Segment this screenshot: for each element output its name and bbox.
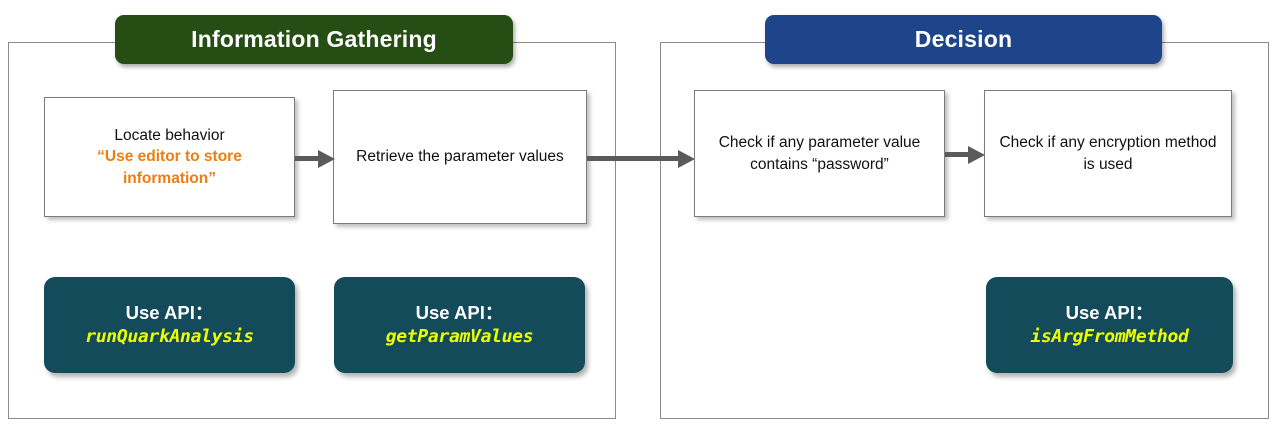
api-label: Use API： bbox=[1065, 301, 1154, 323]
phase-title-decision: Decision bbox=[914, 26, 1013, 52]
arrow-locate-to-retrieve-icon bbox=[295, 149, 335, 168]
api-box-is-arg-from-method: Use API： isArgFromMethod bbox=[986, 277, 1233, 373]
arrow-head bbox=[968, 145, 985, 164]
arrow-retrieve-to-check-password-icon bbox=[587, 149, 695, 168]
process-box-highlight: “Use editor to store information” bbox=[97, 148, 242, 187]
phase-banner-decision: Decision bbox=[765, 15, 1162, 64]
arrow-shaft bbox=[295, 156, 318, 161]
api-box-get-param-values: Use API： getParamValues bbox=[334, 277, 585, 373]
process-box-line-1: Check if any parameter value contains “p… bbox=[718, 134, 921, 173]
arrow-head bbox=[318, 149, 335, 168]
arrow-shaft bbox=[587, 156, 678, 161]
api-box-run-quark-analysis: Use API： runQuarkAnalysis bbox=[44, 277, 295, 373]
process-box-retrieve-parameter-values: Retrieve the parameter values bbox=[333, 90, 587, 224]
process-box-locate-behavior: Locate behavior “Use editor to store inf… bbox=[44, 97, 295, 217]
process-box-check-password: Check if any parameter value contains “p… bbox=[694, 90, 945, 217]
process-box-line-1: Check if any encryption method is used bbox=[999, 134, 1217, 173]
process-box-line-1: Retrieve the parameter values bbox=[356, 148, 564, 166]
arrow-shaft bbox=[945, 152, 968, 157]
process-box-check-encryption: Check if any encryption method is used bbox=[984, 90, 1232, 217]
api-name: isArgFromMethod bbox=[1030, 325, 1189, 347]
process-box-text: Locate behavior “Use editor to store inf… bbox=[53, 125, 286, 189]
phase-title-information-gathering: Information Gathering bbox=[191, 26, 437, 52]
api-name: runQuarkAnalysis bbox=[85, 325, 254, 347]
phase-banner-information-gathering: Information Gathering bbox=[115, 15, 513, 64]
api-name: getParamValues bbox=[385, 325, 534, 347]
arrow-check-password-to-check-encryption-icon bbox=[945, 145, 985, 164]
arrow-head bbox=[678, 149, 695, 168]
api-label: Use API： bbox=[415, 301, 504, 323]
process-box-line-1: Locate behavior bbox=[114, 126, 225, 144]
api-label: Use API： bbox=[125, 301, 214, 323]
